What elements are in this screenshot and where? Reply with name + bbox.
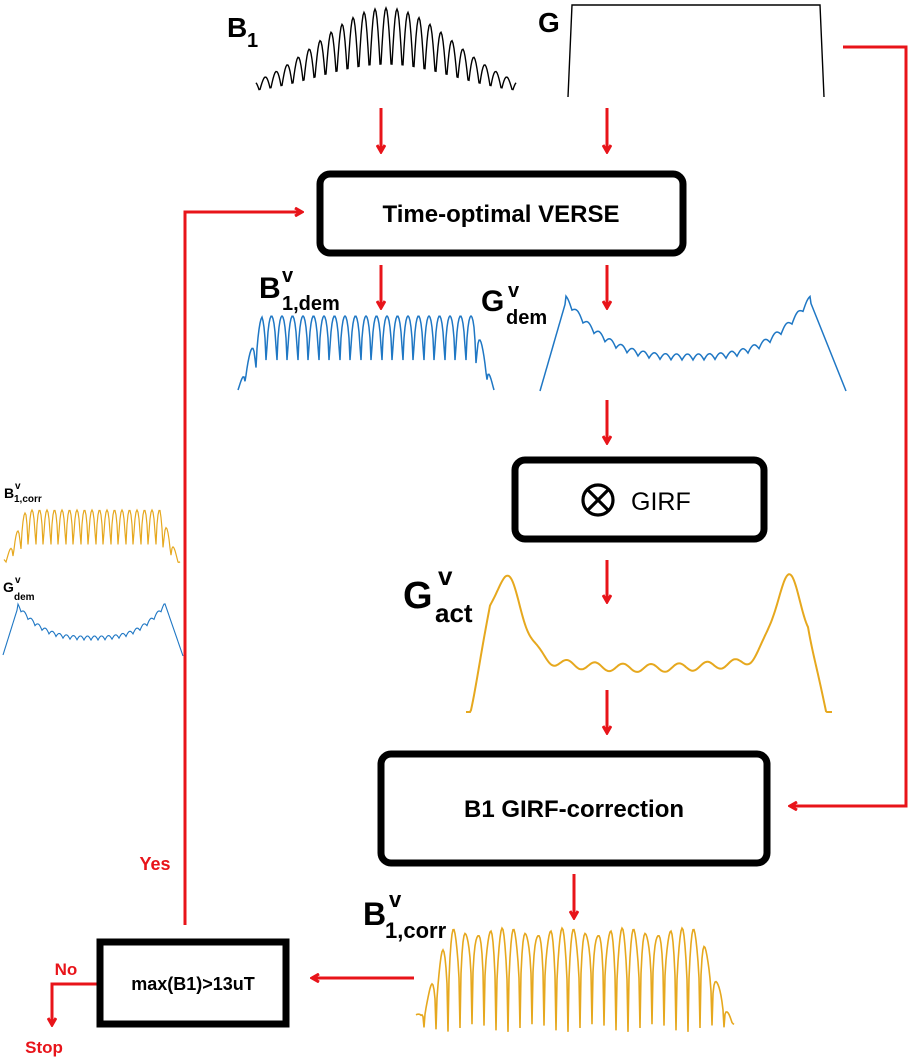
b1v-dem-label: B v 1,dem <box>259 265 340 315</box>
b1v-corr-waveform <box>415 926 735 1032</box>
side-b1v-corr-label: B v 1,corr <box>4 481 42 505</box>
g-input-label: G <box>538 7 560 38</box>
yes-label: Yes <box>139 854 170 874</box>
gv-dem-label-sub: dem <box>506 307 547 329</box>
b1v-corr-label: B v 1,corr <box>363 887 447 943</box>
verse-box <box>316 170 687 257</box>
side-b1v-corr-waveform <box>3 508 181 564</box>
side-gv-dem-label: G v dem <box>3 575 35 603</box>
correction-label: B1 GIRF-correction <box>464 796 684 823</box>
side-b1-label-sup: v <box>15 481 21 492</box>
b1-label-sub: 1 <box>247 30 258 52</box>
g-input-waveform <box>567 4 825 98</box>
b1v-dem-waveform <box>237 314 495 391</box>
girf-label: GIRF <box>631 488 691 516</box>
gv-act-label-sup: v <box>438 561 453 591</box>
b1-label-main: B <box>227 12 247 43</box>
b1v-dem-label-main: B <box>259 272 281 305</box>
arrow-no-stop <box>52 982 97 1025</box>
side-g-label-sup: v <box>15 575 21 586</box>
flow-arrows <box>52 45 908 1025</box>
decision-box <box>96 938 290 1028</box>
b1v-corr-label-sup: v <box>389 887 402 912</box>
gv-act-label-main: G <box>403 575 433 617</box>
side-g-label-main: G <box>3 579 14 595</box>
b1-input-waveform <box>255 5 517 91</box>
b1-input-label: B 1 <box>227 12 258 52</box>
correction-box <box>377 750 771 867</box>
b1v-dem-label-sub: 1,dem <box>282 293 340 315</box>
gv-dem-label-sup: v <box>508 280 520 302</box>
side-gv-dem-waveform <box>2 602 184 657</box>
gv-act-label-sub: act <box>435 598 473 628</box>
gv-dem-label-main: G <box>481 285 504 318</box>
arrow-g-to-correction <box>790 45 908 806</box>
girf-box <box>511 456 768 543</box>
stop-label: Stop <box>25 1038 63 1057</box>
gv-act-label: G v act <box>403 561 473 628</box>
side-g-label-sub: dem <box>14 592 35 603</box>
gv-dem-label: G v dem <box>481 280 547 329</box>
b1v-corr-label-sub: 1,corr <box>385 918 447 943</box>
gv-act-waveform <box>466 573 832 713</box>
side-b1-label-sub: 1,corr <box>14 494 42 505</box>
verse-label: Time-optimal VERSE <box>383 201 620 228</box>
arrow-yes-loop <box>183 212 302 925</box>
b1v-corr-label-main: B <box>363 896 386 932</box>
convolution-icon <box>581 483 615 517</box>
side-b1-label-main: B <box>4 485 14 501</box>
gv-dem-waveform <box>539 294 847 392</box>
no-label: No <box>55 960 78 979</box>
b1v-dem-label-sup: v <box>282 265 294 287</box>
decision-label: max(B1)>13uT <box>131 974 255 994</box>
